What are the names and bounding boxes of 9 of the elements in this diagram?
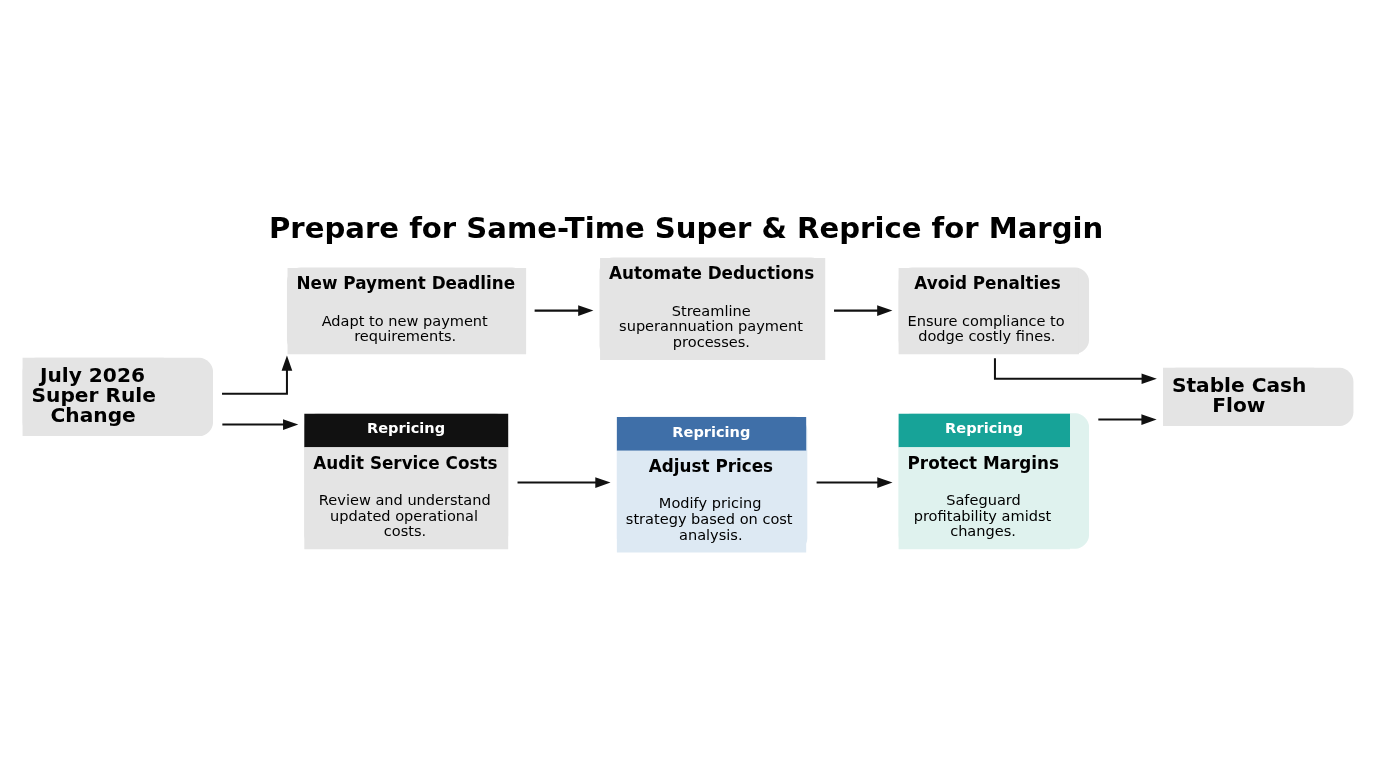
- arrow: [534, 305, 594, 316]
- arrow: [816, 477, 893, 488]
- arrow: [834, 305, 893, 316]
- arrow: [222, 355, 293, 395]
- arrow: [222, 419, 299, 430]
- diagram-title: Prepare for Same-Time Super & Reprice for Margin: [269, 211, 1104, 246]
- arrow: [1098, 414, 1157, 425]
- arrow: [517, 477, 611, 488]
- arrow: [993, 358, 1157, 385]
